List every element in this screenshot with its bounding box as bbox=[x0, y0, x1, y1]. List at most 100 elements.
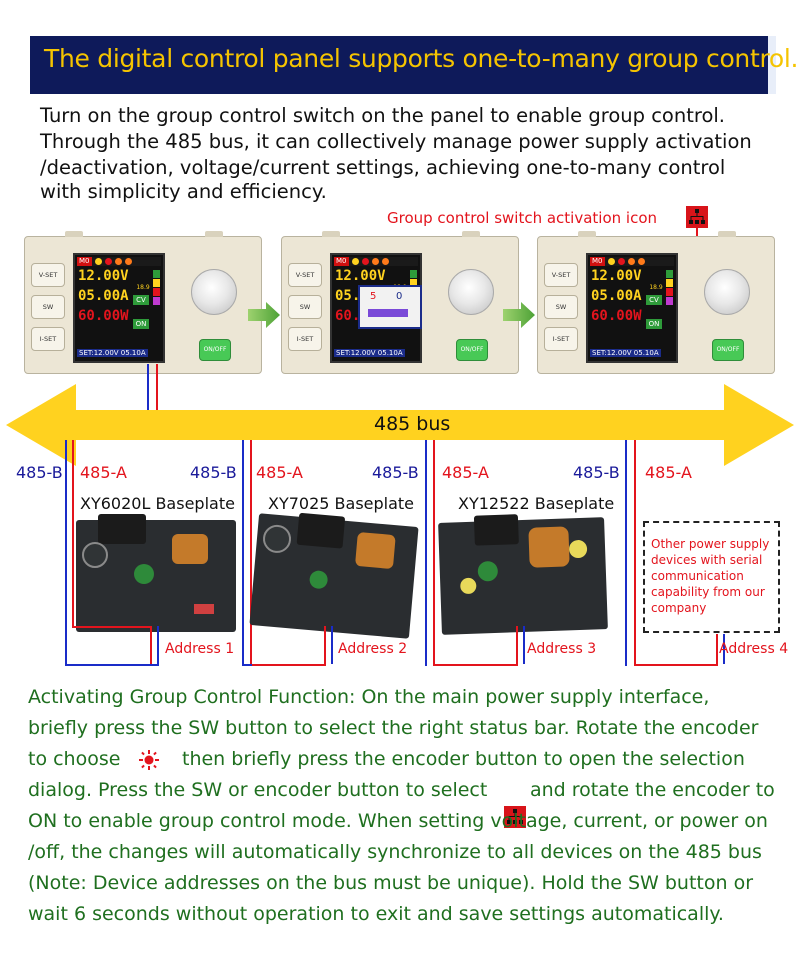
arrow-right-icon bbox=[503, 302, 535, 328]
sw-button[interactable]: SW bbox=[544, 295, 578, 319]
battery-icon bbox=[666, 288, 673, 296]
power-supply-panel: V-SET SW I-SET M0 12.00V 05.00A 60.00W 1… bbox=[281, 231, 519, 374]
arrow-right-icon bbox=[248, 302, 280, 328]
v-set-button[interactable]: V-SET bbox=[31, 263, 65, 287]
other-devices-text: communication bbox=[651, 569, 744, 583]
speaker-icon bbox=[666, 279, 673, 287]
title-banner bbox=[30, 36, 776, 94]
wire-a-connector bbox=[634, 664, 716, 666]
cv-badge: CV bbox=[133, 295, 149, 305]
on-off-button[interactable]: ON/OFF bbox=[456, 339, 488, 361]
mode-indicator: M0 bbox=[77, 257, 92, 266]
instruction-line: briefly press the SW button to select th… bbox=[28, 717, 759, 739]
other-devices-text: company bbox=[651, 601, 707, 615]
other-devices-text: devices with serial bbox=[651, 553, 763, 567]
baseplate-board-image bbox=[438, 514, 608, 635]
baseplate-title: XY6020L Baseplate bbox=[80, 494, 235, 513]
set-values: SET:12.00V 05.10A bbox=[590, 349, 661, 357]
bus-wire-a bbox=[156, 364, 158, 410]
instruction-line: to choose bbox=[28, 748, 121, 770]
instruction-line: dialog. Press the SW or encoder button t… bbox=[28, 779, 488, 801]
mode-indicator: M0 bbox=[590, 257, 605, 266]
set-values: SET:12.00V 05.10A bbox=[77, 349, 148, 357]
bus-a-label: 485-A bbox=[80, 463, 127, 482]
lock-icon bbox=[666, 297, 673, 305]
bus-b-label: 485-B bbox=[573, 463, 620, 482]
page-title: The digital control panel supports one-t… bbox=[44, 44, 799, 73]
instruction-line: (Note: Device addresses on the bus must … bbox=[28, 872, 754, 894]
v-set-button[interactable]: V-SET bbox=[544, 263, 578, 287]
v-set-button[interactable]: V-SET bbox=[288, 263, 322, 287]
other-devices-text: Other power supply bbox=[651, 537, 770, 551]
icon-caption: Group control switch activation icon bbox=[387, 209, 658, 227]
baseplate-title: XY12522 Baseplate bbox=[458, 494, 615, 513]
wire-b-connector bbox=[157, 626, 159, 666]
on-off-button[interactable]: ON/OFF bbox=[199, 339, 231, 361]
wire-a-connector bbox=[433, 664, 517, 666]
popup-value-left: 5 bbox=[370, 291, 377, 302]
panel-screen: M0 12.00V 05.00A 60.00W 18.9 CV ON SET:1… bbox=[73, 253, 165, 363]
power-readout: 60.00W bbox=[78, 308, 129, 324]
wire-a-connector bbox=[150, 626, 152, 666]
wire-b-connector bbox=[723, 634, 725, 664]
wire-a-connector bbox=[716, 634, 718, 666]
wire-a-connector bbox=[324, 626, 326, 666]
intro-line-1: Turn on the group control switch on the … bbox=[40, 104, 725, 127]
battery-icon bbox=[153, 288, 160, 296]
other-devices-text: capability from our bbox=[651, 585, 765, 599]
on-off-button[interactable]: ON/OFF bbox=[712, 339, 744, 361]
bus-wire-b bbox=[147, 364, 149, 410]
voltage-readout: 12.00V bbox=[591, 268, 642, 284]
intro-line-4: with simplicity and efficiency. bbox=[40, 180, 327, 203]
sw-button[interactable]: SW bbox=[31, 295, 65, 319]
intro-line-3: /deactivation, voltage/current settings,… bbox=[40, 156, 726, 179]
power-supply-panel: V-SET SW I-SET M0 12.00V 05.00A 60.00W 1… bbox=[24, 231, 262, 374]
encoder-knob[interactable] bbox=[448, 269, 494, 315]
bus-b-label: 485-B bbox=[372, 463, 419, 482]
on-badge: ON bbox=[133, 319, 149, 329]
cv-badge: CV bbox=[646, 295, 662, 305]
address-label: Address 1 bbox=[165, 641, 235, 657]
i-set-button[interactable]: I-SET bbox=[544, 327, 578, 351]
popup-highlight bbox=[368, 309, 408, 317]
temperature-readout: 18.9 bbox=[648, 283, 664, 293]
power-readout: 60.00W bbox=[591, 308, 642, 324]
i-set-button[interactable]: I-SET bbox=[288, 327, 322, 351]
power-supply-panel: V-SET SW I-SET M0 12.00V 05.00A 60.00W 1… bbox=[537, 231, 775, 374]
wire-a-connector bbox=[516, 626, 518, 666]
encoder-knob[interactable] bbox=[191, 269, 237, 315]
wire-b-connector bbox=[65, 664, 159, 666]
sw-button[interactable]: SW bbox=[288, 295, 322, 319]
bus-a-label: 485-A bbox=[442, 463, 489, 482]
current-readout: 05.00A bbox=[78, 288, 129, 304]
wire-a-3 bbox=[433, 440, 435, 666]
address-label: Address 2 bbox=[338, 641, 408, 657]
wire-a-2 bbox=[250, 440, 252, 666]
i-set-button[interactable]: I-SET bbox=[31, 327, 65, 351]
group-control-icon bbox=[686, 206, 708, 228]
popup-value-right: 0 bbox=[396, 291, 403, 302]
wire-a-4 bbox=[634, 440, 636, 666]
wire-a-1 bbox=[72, 440, 74, 627]
voltage-readout: 12.00V bbox=[335, 268, 386, 284]
wifi-icon bbox=[666, 270, 673, 278]
baseplate-board-image bbox=[249, 512, 419, 639]
wifi-icon bbox=[410, 270, 417, 278]
speaker-icon bbox=[410, 279, 417, 287]
encoder-knob[interactable] bbox=[704, 269, 750, 315]
wire-a-connector bbox=[250, 664, 324, 666]
current-readout: 05.00A bbox=[591, 288, 642, 304]
instruction-line: /off, the changes will automatically syn… bbox=[28, 841, 762, 863]
baseplate-title: XY7025 Baseplate bbox=[268, 494, 415, 513]
instruction-line: and rotate the encoder to bbox=[530, 779, 775, 801]
instruction-line: wait 6 seconds without operation to exit… bbox=[28, 903, 724, 925]
panel-screen: M0 12.00V 05.00A 60.00W 18.9 CV ON SET:1… bbox=[586, 253, 678, 363]
speaker-icon bbox=[153, 279, 160, 287]
wire-b-2 bbox=[242, 440, 244, 666]
instruction-line: then briefly press the encoder button to… bbox=[182, 748, 745, 770]
other-devices-box: Other power supply devices with serial c… bbox=[643, 521, 780, 633]
settings-sun-icon bbox=[138, 749, 160, 771]
bus-label: 485 bus bbox=[374, 413, 451, 435]
on-badge: ON bbox=[646, 319, 662, 329]
bus-b-label: 485-B bbox=[190, 463, 237, 482]
